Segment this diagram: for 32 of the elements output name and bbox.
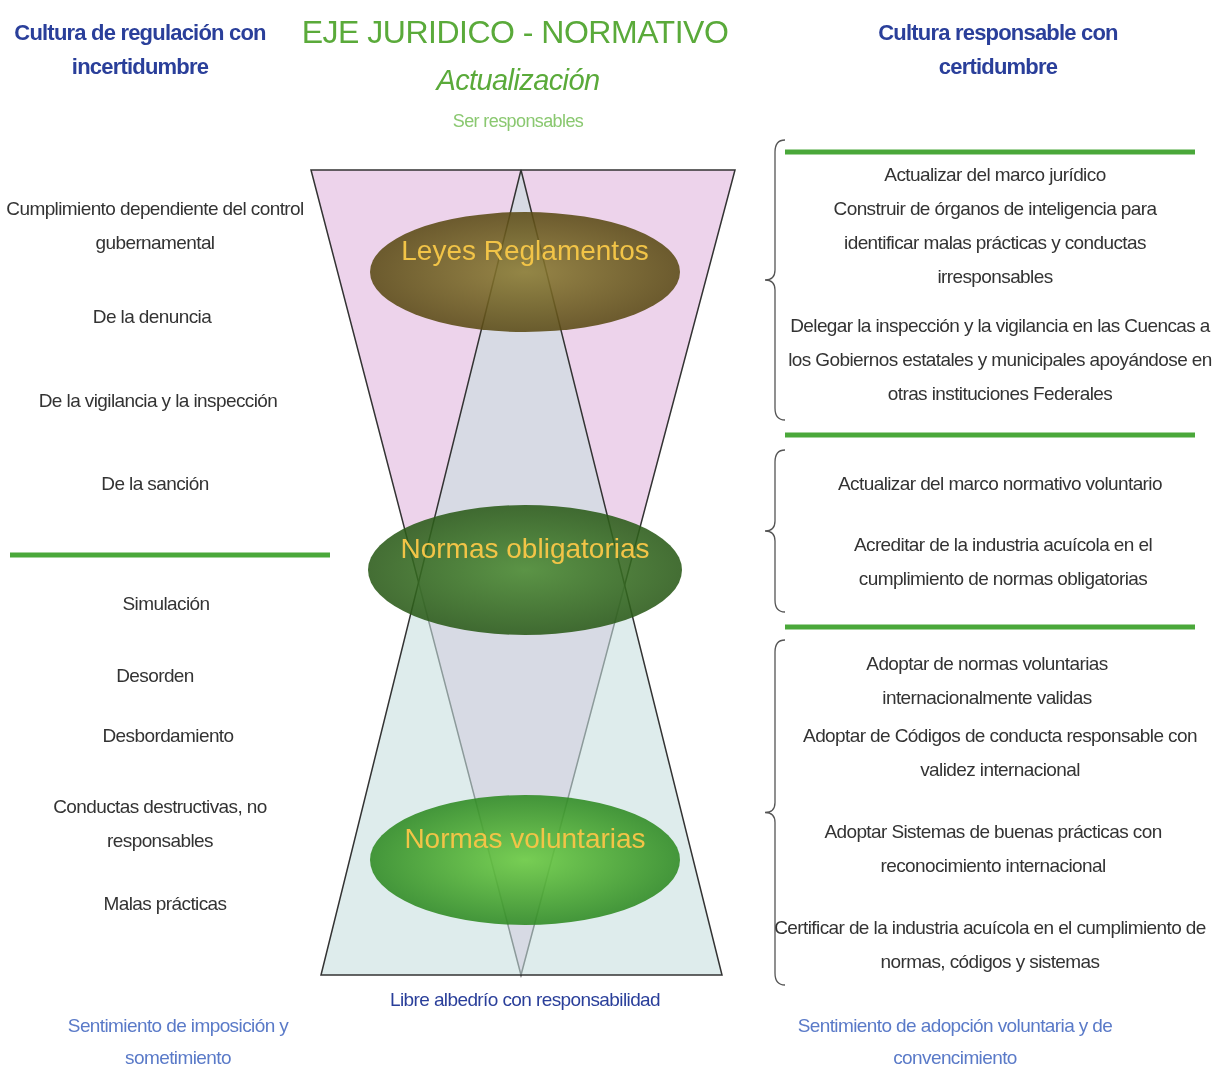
ellipse-node: [370, 795, 680, 925]
ellipse-label: Normas voluntarias: [403, 822, 647, 856]
label-text: Construir de órganos de inteligencia para identificar malas prácticas y conductas irresponsables: [832, 197, 1158, 289]
ellipse-node: [368, 505, 682, 635]
label-text: Desbordamiento: [101, 724, 235, 748]
label-text: Adoptar de Códigos de conducta responsable con validez internacional: [802, 724, 1198, 782]
label-text: Conductas destructivas, no responsables: [52, 795, 268, 853]
ellipse-label: Leyes Reglamentos: [400, 234, 650, 268]
column-heading: Cultura de regulación con incertidumbre: [13, 19, 267, 81]
label-text: Sentimiento de imposición y sometimiento: [66, 1014, 290, 1070]
label-text: Cumplimiento dependiente del control gubernamental: [5, 197, 305, 255]
label-text: Certificar de la industria acuícola en el cumplimiento de normas, códigos y sistemas: [773, 916, 1207, 974]
label-text: Libre albedrío con responsabilidad: [388, 988, 662, 1012]
label-text: Adoptar Sistemas de buenas prácticas con reconocimiento internacional: [823, 820, 1163, 878]
label-text: Malas prácticas: [102, 892, 228, 916]
label-text: Desorden: [115, 664, 195, 688]
ellipse-label: Normas obligatorias: [399, 532, 651, 566]
label-text: Delegar la inspección y la vigilancia en las Cuencas a los Gobiernos estatales y municipales apoyándose en otras instituciones Federales: [787, 314, 1213, 406]
label-text: Acreditar de la industria acuícola en el cumplimiento de normas obligatorias: [852, 533, 1154, 591]
column-heading: Cultura responsable con certidumbre: [877, 19, 1119, 81]
subtitle: Actualización: [434, 63, 601, 98]
label-text: Actualizar del marco jurídico: [883, 163, 1107, 187]
label-text: De la denuncia: [91, 305, 213, 329]
ellipse-node: [370, 212, 680, 332]
label-text: Actualizar del marco normativo voluntario: [837, 472, 1163, 496]
label-text: Sentimiento de adopción voluntaria y de convencimiento: [796, 1014, 1114, 1070]
label-text: De la vigilancia y la inspección: [37, 389, 279, 413]
title: EJE JURIDICO - NORMATIVO: [300, 13, 730, 52]
label-text: Simulación: [121, 592, 211, 616]
label-text: Ser responsables: [451, 110, 585, 133]
label-text: Adoptar de normas voluntarias internacionalmente validas: [865, 652, 1109, 710]
label-text: De la sanción: [100, 472, 210, 496]
